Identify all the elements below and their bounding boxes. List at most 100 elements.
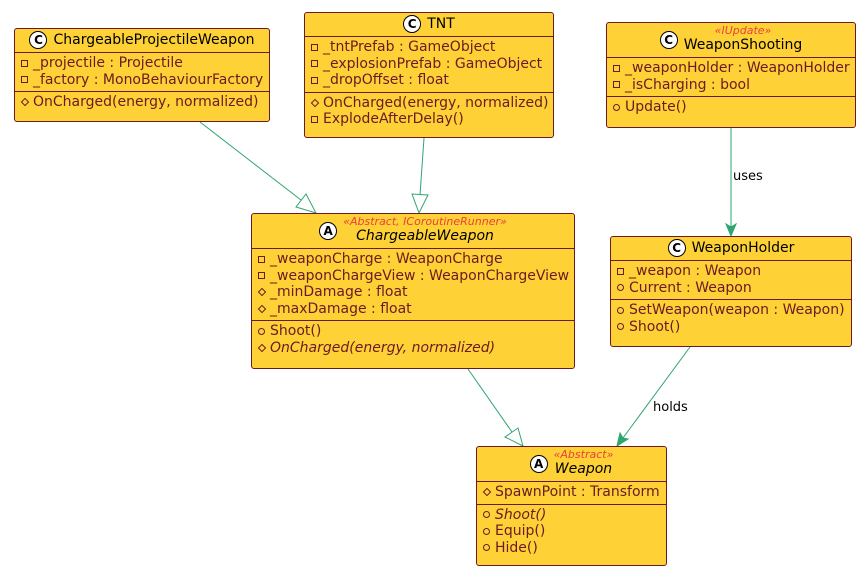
private-visibility-icon <box>613 64 620 72</box>
private-visibility-icon <box>258 255 265 263</box>
public-visibility-icon <box>613 103 620 111</box>
field-row: _weapon : Weapon <box>617 263 845 280</box>
class-methods: Shoot()OnCharged(energy, normalized) <box>252 320 574 359</box>
method-row: Update() <box>613 99 849 116</box>
class-name: Weapon <box>554 461 613 477</box>
field-row: _isCharging : bool <box>613 77 849 94</box>
field-row: _explosionPrefab : GameObject <box>311 56 547 73</box>
class-fields: _tntPrefab : GameObject_explosionPrefab … <box>305 36 553 92</box>
public-visibility-icon <box>617 284 624 292</box>
abstract-class-icon: A <box>529 454 548 473</box>
member-text: _isCharging : bool <box>625 76 750 93</box>
protected-visibility-icon <box>20 98 30 107</box>
member-text: _weaponHolder : WeaponHolder <box>625 60 850 76</box>
class-header: C TNT <box>305 13 553 36</box>
class-methods: Shoot()Equip()Hide() <box>477 503 666 560</box>
member-text: _weaponChargeView : WeaponChargeView <box>270 267 570 284</box>
class-stereotype: «IUpdate» <box>714 24 772 37</box>
class-fields: _weaponCharge : WeaponCharge_weaponCharg… <box>252 248 574 320</box>
abstract-class-icon: A <box>319 221 338 240</box>
class-stereotype: «Abstract» <box>553 448 614 461</box>
field-row: _weaponChargeView : WeaponChargeView <box>258 267 570 285</box>
field-row: _factory : MonoBehaviourFactory <box>21 72 263 89</box>
member-text: _dropOffset : float <box>323 72 449 88</box>
public-visibility-icon <box>483 544 490 552</box>
member-text: Shoot() <box>629 318 681 335</box>
field-row: _dropOffset : float <box>311 72 547 89</box>
class-icon: C <box>403 15 422 33</box>
class-name: WeaponShooting <box>683 37 803 53</box>
field-row: Current : Weapon <box>617 280 845 297</box>
member-text: Shoot() <box>495 506 547 523</box>
public-visibility-icon <box>483 527 490 535</box>
class-header: A «Abstract»Weapon <box>477 447 666 481</box>
edge-cw-inherits-w <box>467 368 524 447</box>
private-visibility-icon <box>311 76 318 84</box>
method-row: ExplodeAfterDelay() <box>311 111 547 128</box>
class-header: A«Abstract, ICoroutineRunner»ChargeableW… <box>252 214 574 248</box>
member-text: Equip() <box>495 523 546 539</box>
class-icon: C <box>29 31 48 49</box>
public-visibility-icon <box>617 323 624 331</box>
member-text: _maxDamage : float <box>270 300 412 317</box>
member-text: _explosionPrefab : GameObject <box>323 55 543 72</box>
field-row: SpawnPoint : Transform <box>482 484 660 501</box>
class-methods: Update() <box>607 96 855 119</box>
private-visibility-icon <box>21 76 28 84</box>
member-text: OnCharged(energy, normalized) <box>33 94 259 110</box>
class-icon: C <box>659 30 678 49</box>
edge-cpw-inherits-cw <box>199 121 317 214</box>
class-header: C «IUpdate»WeaponShooting <box>607 23 855 57</box>
field-row: _tntPrefab : GameObject <box>311 39 547 56</box>
class-methods: SetWeapon(weapon : Weapon)Shoot() <box>611 299 851 338</box>
protected-visibility-icon <box>257 304 267 313</box>
method-row: OnCharged(energy, normalized) <box>20 94 263 111</box>
class-chargeable-weapon[interactable]: A«Abstract, ICoroutineRunner»ChargeableW… <box>251 213 575 369</box>
class-tnt[interactable]: C TNT _tntPrefab : GameObject_explosionPre… <box>304 12 554 138</box>
method-row: Hide() <box>483 540 660 557</box>
method-row: OnCharged(energy, normalized) <box>310 95 548 112</box>
member-text: _projectile : Projectile <box>33 55 183 71</box>
edge-tnt-inherits-cw <box>411 137 429 215</box>
protected-visibility-icon <box>257 343 267 352</box>
member-text: _factory : MonoBehaviourFactory <box>33 71 264 88</box>
class-icon: C <box>667 239 686 257</box>
public-visibility-icon <box>483 511 490 519</box>
method-row: Shoot() <box>617 319 845 336</box>
edge-wh-holds-w <box>616 346 691 448</box>
member-text: Update() <box>625 99 687 115</box>
member-text: ExplodeAfterDelay() <box>323 111 464 127</box>
class-fields: SpawnPoint : Transform <box>477 481 666 504</box>
class-fields: _projectile : Projectile_factory : MonoB… <box>15 52 269 91</box>
member-text: SpawnPoint : Transform <box>495 484 660 500</box>
class-methods: OnCharged(energy, normalized) <box>15 91 269 114</box>
field-row: _minDamage : float <box>257 284 568 301</box>
private-visibility-icon <box>617 267 624 275</box>
edge-label-holds: holds <box>653 400 688 415</box>
member-text: _minDamage : float <box>270 284 408 300</box>
member-text: _tntPrefab : GameObject <box>323 39 496 55</box>
private-visibility-icon <box>258 272 265 280</box>
class-name: TNT <box>427 15 455 32</box>
class-name: WeaponHolder <box>691 239 795 256</box>
class-name: ChargeableProjectileWeapon <box>53 31 255 48</box>
class-weapon-shooting[interactable]: C «IUpdate»WeaponShooting _weaponHolder : … <box>606 22 856 128</box>
protected-visibility-icon <box>310 98 320 107</box>
member-text: Hide() <box>495 539 538 556</box>
private-visibility-icon <box>311 43 318 51</box>
class-header: C WeaponHolder <box>611 237 851 260</box>
member-text: Current : Weapon <box>629 279 752 296</box>
protected-visibility-icon <box>257 288 267 297</box>
edge-ws-uses-wh <box>724 128 738 238</box>
private-visibility-icon <box>311 60 318 68</box>
class-chargeable-projectile-weapon[interactable]: C ChargeableProjectileWeapon _projectile :… <box>14 28 270 122</box>
member-text: _weaponCharge : WeaponCharge <box>270 251 503 267</box>
public-visibility-icon <box>617 306 624 314</box>
method-row: Shoot() <box>483 507 660 524</box>
method-row: Shoot() <box>258 323 568 340</box>
member-text: Shoot() <box>270 323 322 339</box>
field-row: _weaponCharge : WeaponCharge <box>258 251 568 268</box>
